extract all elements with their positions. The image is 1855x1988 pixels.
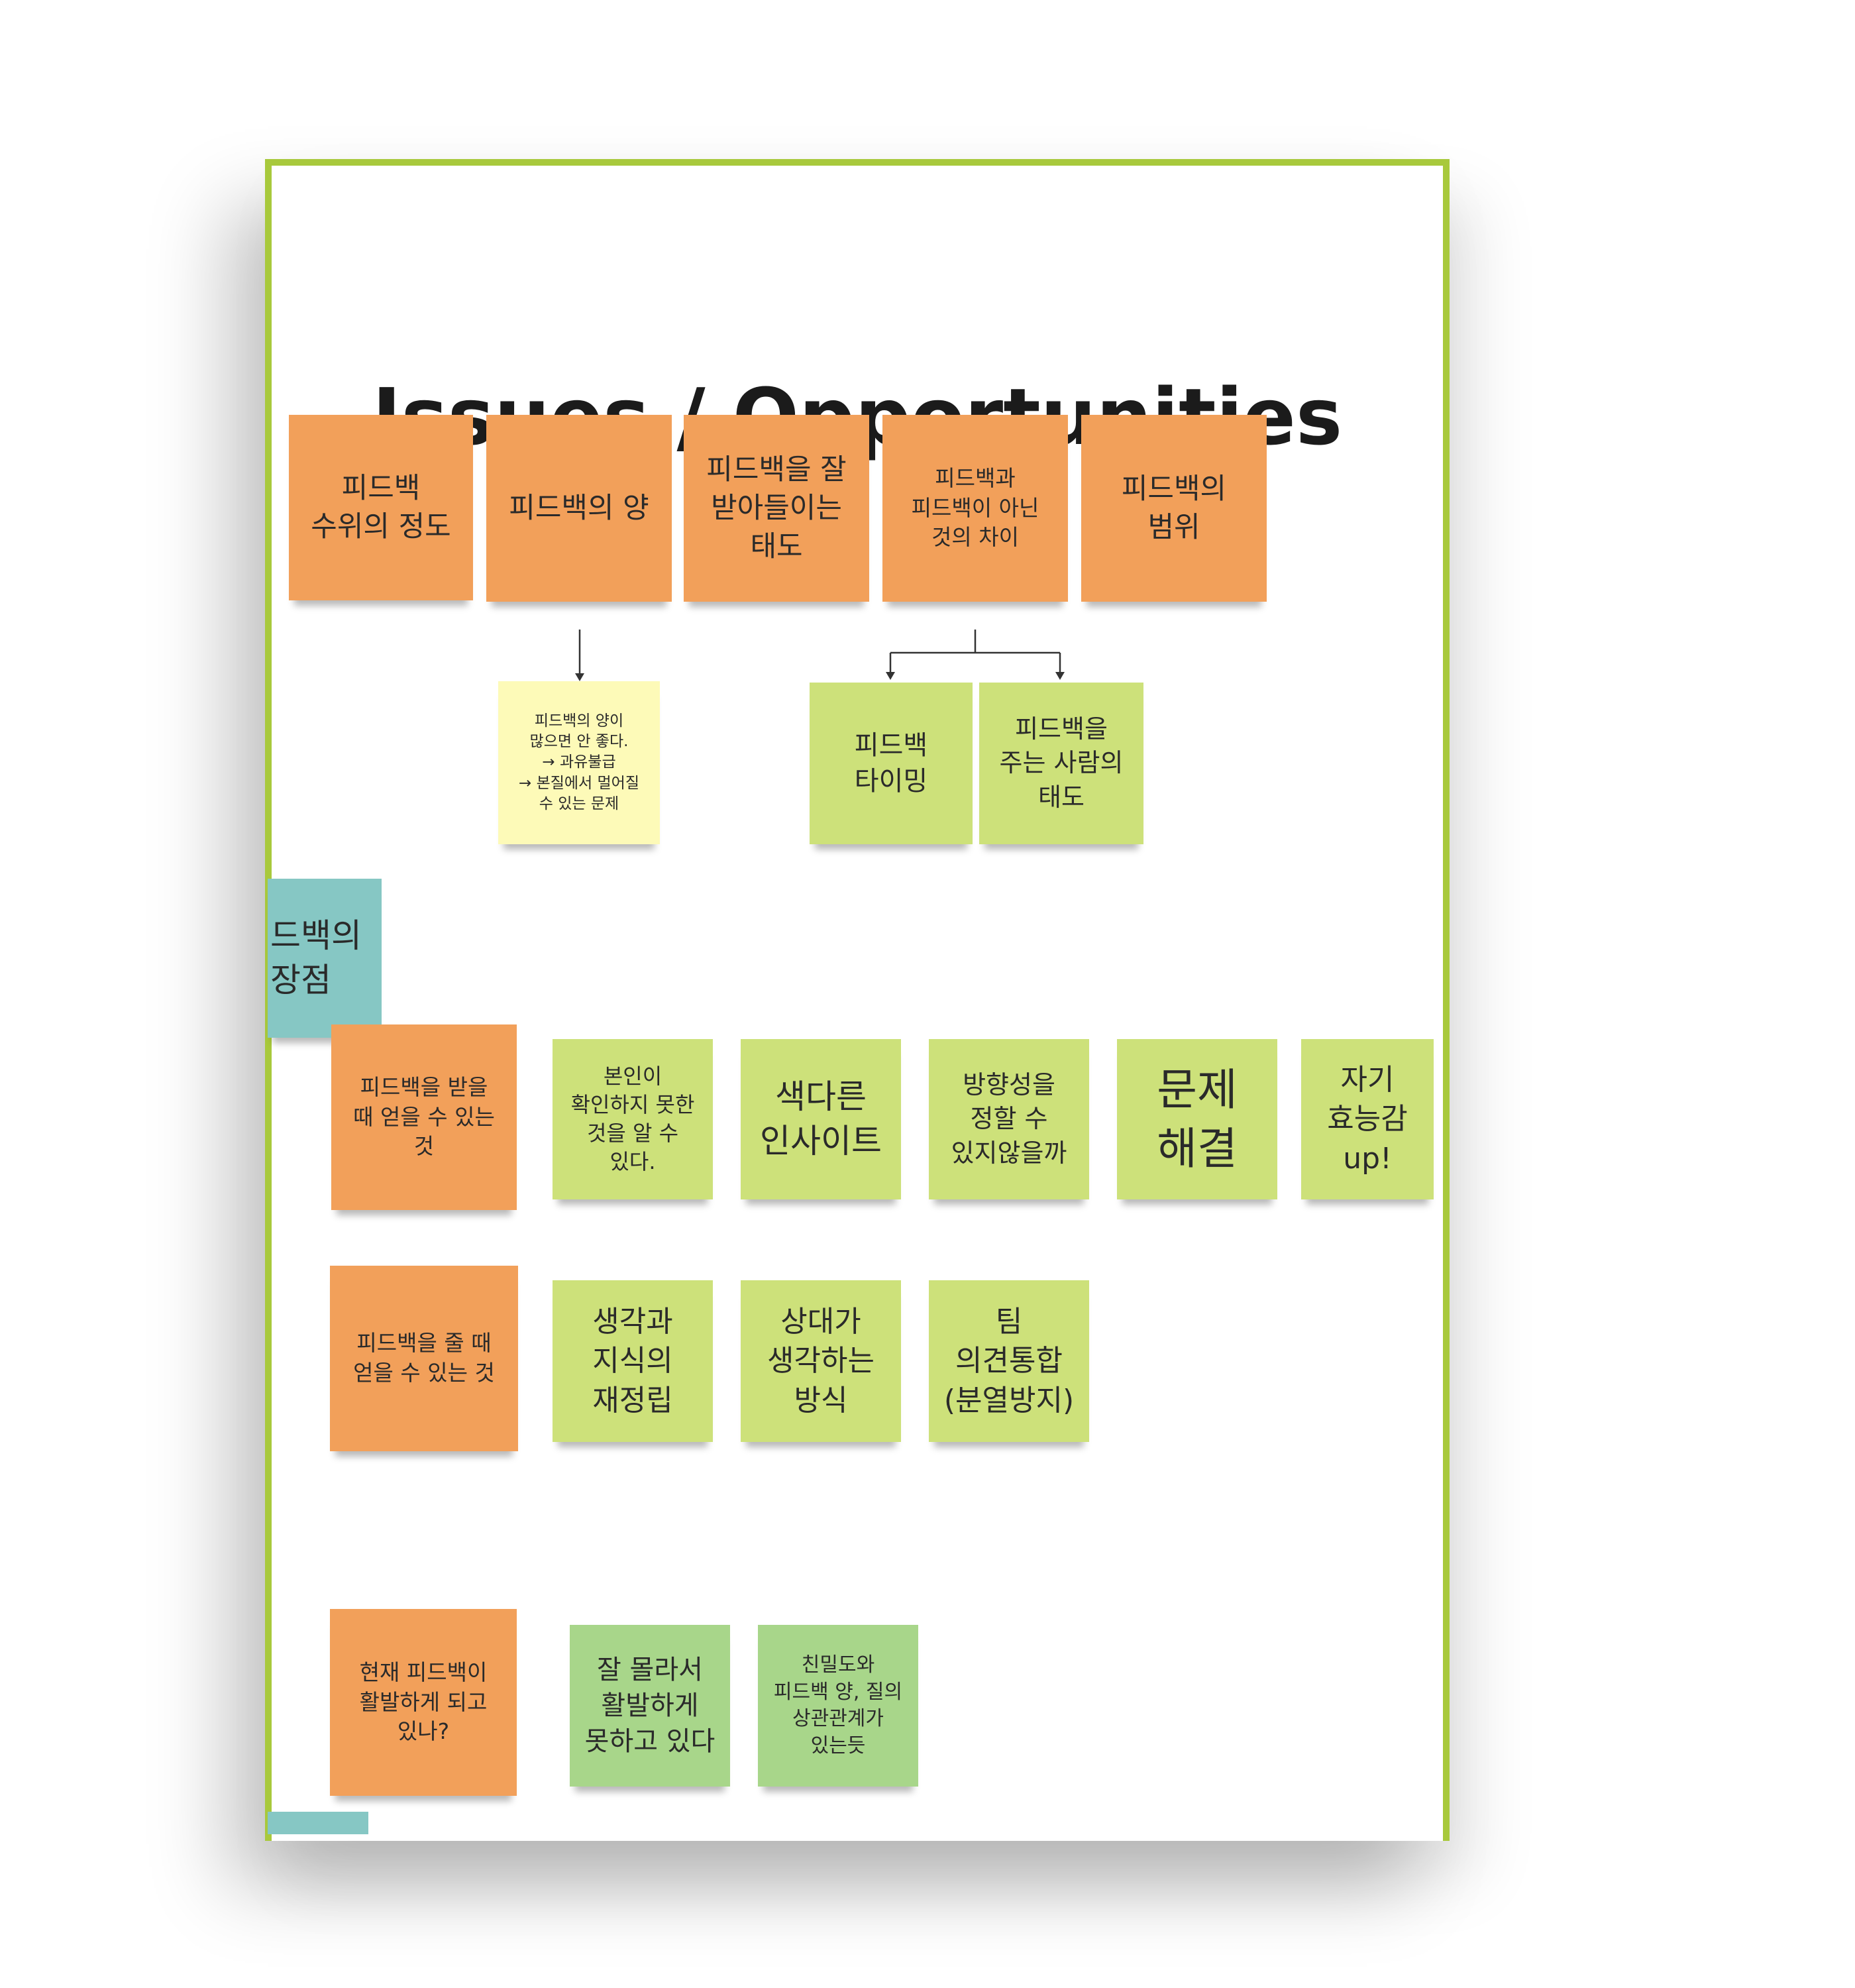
sticky-note-feedback-level[interactable]: 피드백 수위의 정도 [289,415,473,600]
sticky-note-current-status[interactable]: 현재 피드백이 활발하게 되고 있나? [330,1609,517,1796]
sticky-note-receiving-attitude[interactable]: 피드백을 잘 받아들이는 태도 [684,415,869,602]
sticky-note-partial-teal[interactable] [268,1812,368,1834]
sticky-note-gain-giving[interactable]: 피드백을 줄 때 얻을 수 있는 것 [330,1266,518,1451]
sticky-note-team-alignment[interactable]: 팀 의견통합 (분열방지) [929,1280,1089,1442]
sticky-note-intimacy-correlation[interactable]: 친밀도와 피드백 양, 질의 상관관계가 있는듯 [758,1625,918,1787]
sticky-note-giver-attitude[interactable]: 피드백을 주는 사람의 태도 [979,683,1143,844]
sticky-note-advantages-header[interactable]: 드백의 장점 [268,879,382,1038]
sticky-note-others-thinking[interactable]: 상대가 생각하는 방식 [741,1280,901,1442]
sticky-note-new-insight[interactable]: 색다른 인사이트 [741,1039,901,1199]
sticky-note-feedback-difference[interactable]: 피드백과 피드백이 아닌 것의 차이 [882,415,1068,602]
board-frame[interactable]: Issues / Opportunities [265,159,1450,1841]
sticky-note-feedback-timing[interactable]: 피드백 타이밍 [810,683,973,844]
arrow-connector [575,630,584,681]
sticky-note-unseen-things[interactable]: 본인이 확인하지 못한 것을 알 수 있다. [553,1039,713,1199]
sticky-note-self-efficacy[interactable]: 자기 효능감 up! [1301,1039,1434,1199]
sticky-note-gain-receiving[interactable]: 피드백을 받을 때 얻을 수 있는 것 [331,1024,517,1210]
sticky-note-problem-solving[interactable]: 문제 해결 [1117,1039,1277,1199]
sticky-note-direction[interactable]: 방향성을 정할 수 있지않을까 [929,1039,1089,1199]
sticky-note-knowledge-rebuild[interactable]: 생각과 지식의 재정립 [553,1280,713,1442]
sticky-note-feedback-amount[interactable]: 피드백의 양 [486,415,672,602]
sticky-note-feedback-scope[interactable]: 피드백의 범위 [1081,415,1267,602]
sticky-note-amount-detail[interactable]: 피드백의 양이 많으면 안 좋다. → 과유불급 → 본질에서 멀어질 수 있는… [498,681,660,844]
branch-arrow-connector [886,630,1065,680]
sticky-note-not-active[interactable]: 잘 몰라서 활발하게 못하고 있다 [570,1625,730,1787]
